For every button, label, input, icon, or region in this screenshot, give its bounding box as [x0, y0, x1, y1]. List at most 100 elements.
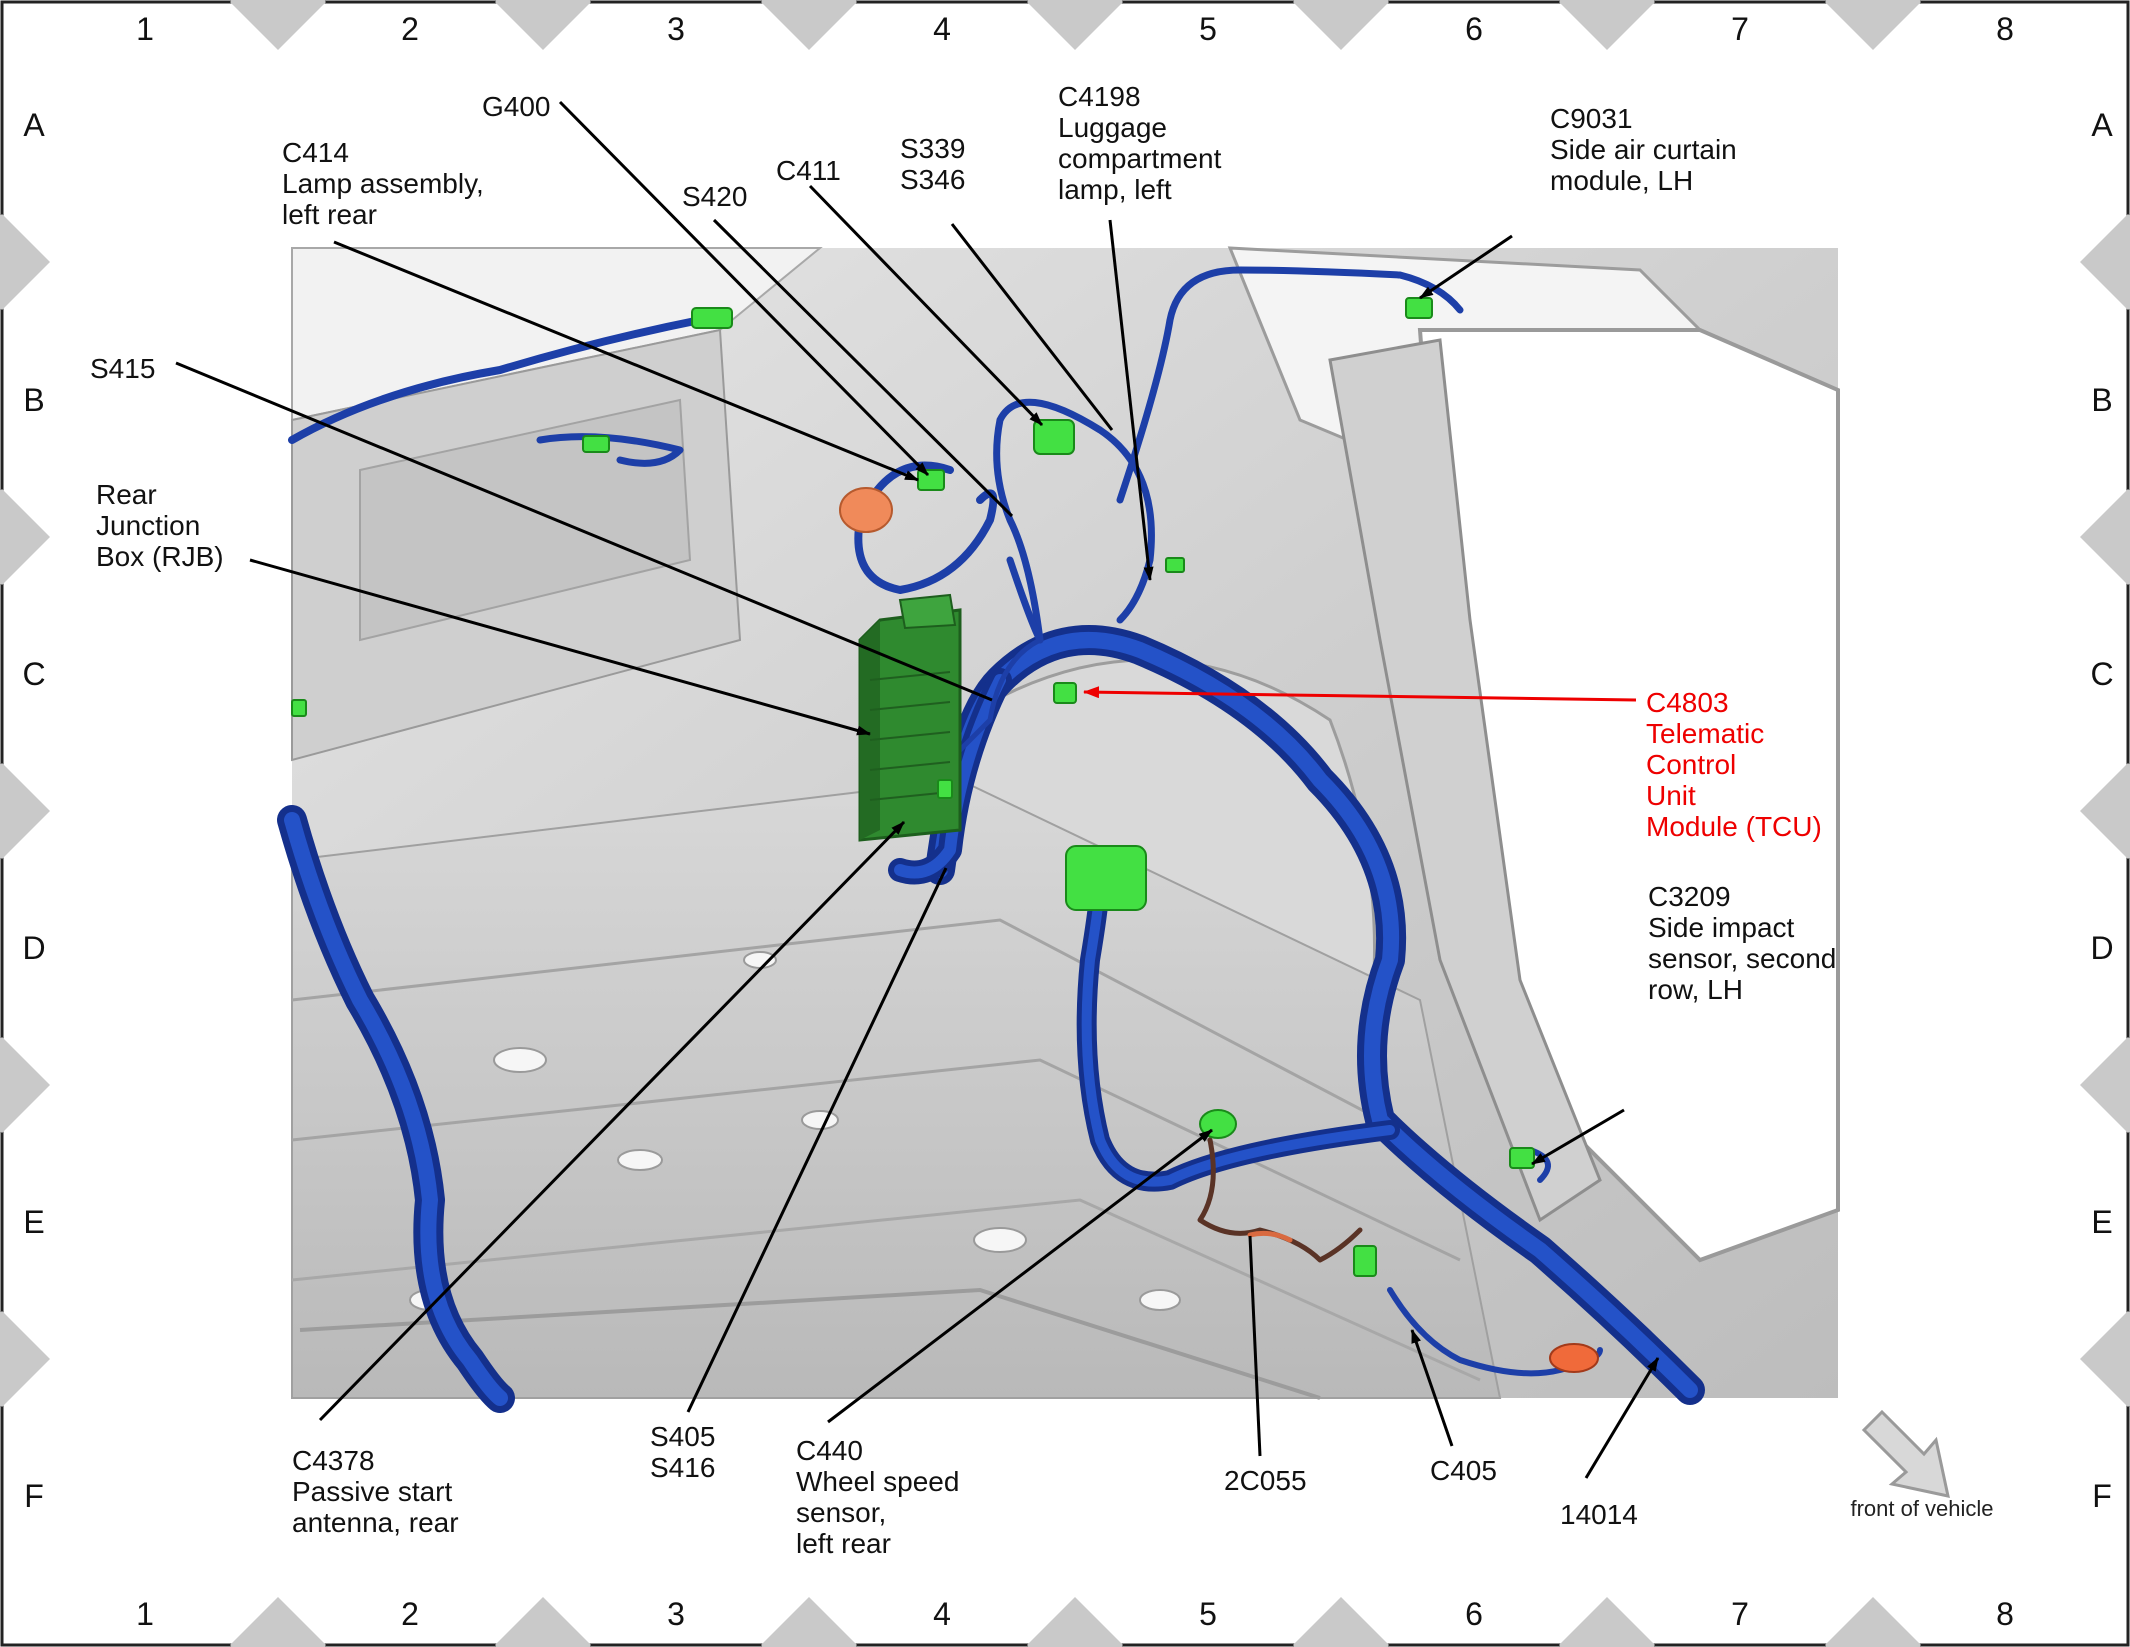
callout-line: Junction — [96, 510, 200, 541]
callout-line: row, LH — [1648, 974, 1743, 1005]
leader-s415 — [175, 361, 993, 702]
callout-s415: S415 — [90, 353, 155, 384]
grid-column-label-bottom: 4 — [933, 1596, 951, 1632]
grid-row-label-left: C — [22, 656, 45, 692]
grid-notch — [1293, 1597, 1389, 1647]
callout-line: Control — [1646, 749, 1736, 780]
grid-notch — [2080, 489, 2130, 585]
callout-line: S416 — [650, 1452, 715, 1483]
front-of-vehicle-indicator: front of vehicle — [1850, 1409, 1994, 1521]
callout-line: 14014 — [1560, 1499, 1638, 1530]
callout-line: Rear — [96, 479, 157, 510]
callout-line: C440 — [796, 1435, 863, 1466]
leader-c4198 — [1108, 219, 1154, 581]
grid-column-label-bottom: 8 — [1996, 1596, 2014, 1632]
connector-c9031 — [1405, 297, 1433, 319]
grid-notch — [1293, 0, 1389, 50]
grid-row-label-right: A — [2091, 107, 2113, 143]
callout-line: left rear — [796, 1528, 891, 1559]
front-of-vehicle-label: front of vehicle — [1850, 1496, 1993, 1521]
grid-notch — [1825, 0, 1921, 50]
grid-column-label-top: 5 — [1199, 11, 1217, 47]
callout-2c055: 2C055 — [1224, 1465, 1307, 1496]
connector-left-edge — [291, 699, 307, 717]
leader-c4378 — [318, 820, 906, 1422]
callout-line: compartment — [1058, 143, 1222, 174]
grid-row-label-left: F — [24, 1478, 44, 1514]
connector-c4198 — [1165, 557, 1185, 573]
callout-line: Telematic — [1646, 718, 1764, 749]
grid-notch — [230, 0, 326, 50]
callout-line: module, LH — [1550, 165, 1693, 196]
callout-line: S405 — [650, 1421, 715, 1452]
grid-row-label-right: E — [2091, 1204, 2112, 1240]
leader-s405 — [686, 867, 948, 1413]
callout-line: Box (RJB) — [96, 541, 224, 572]
callout-line: C9031 — [1550, 103, 1633, 134]
grid-column-label-top: 1 — [136, 11, 154, 47]
callout-line: lamp, left — [1058, 174, 1172, 205]
grid-notch — [0, 763, 50, 859]
connector-c414 — [917, 469, 945, 491]
leader-c9031 — [1419, 234, 1513, 300]
callout-line: Wheel speed — [796, 1466, 959, 1497]
grid-row-label-left: B — [23, 382, 44, 418]
callout-line: G400 — [482, 91, 551, 122]
arrow-down-right-icon — [1861, 1409, 1950, 1498]
grid-notch — [2080, 214, 2130, 310]
callout-line: Side air curtain — [1550, 134, 1737, 165]
leader-s420 — [712, 218, 1014, 518]
grid-notch — [495, 1597, 591, 1647]
leader-c4803 — [1083, 686, 1637, 702]
connector-large-d4 — [1065, 845, 1147, 911]
callout-line: S415 — [90, 353, 155, 384]
connector-c3209 — [1509, 1147, 1535, 1169]
grid-notch — [495, 0, 591, 50]
connector-left-shelf — [582, 435, 610, 453]
callout-line: S346 — [900, 164, 965, 195]
connector-c4803 — [1053, 682, 1077, 704]
grid-notch — [0, 1311, 50, 1407]
grid-notch — [2080, 1037, 2130, 1133]
grid-notch — [1825, 1597, 1921, 1647]
grid-row-label-right: F — [2092, 1478, 2112, 1514]
callout-line: C4803 — [1646, 687, 1729, 718]
callout-line: C3209 — [1648, 881, 1731, 912]
connector-c411 — [1033, 419, 1075, 455]
callout-line: sensor, second — [1648, 943, 1836, 974]
grid-notch — [1559, 0, 1655, 50]
grid-column-label-bottom: 7 — [1731, 1596, 1749, 1632]
connector-rjb-side — [937, 779, 953, 799]
leader-s339 — [950, 223, 1114, 431]
leader-c414 — [333, 240, 919, 482]
grid-column-label-bottom: 2 — [401, 1596, 419, 1632]
leader-c411 — [808, 184, 1044, 427]
leader-c440 — [827, 1128, 1213, 1424]
callout-line: antenna, rear — [292, 1507, 459, 1538]
grid-column-label-top: 7 — [1731, 11, 1749, 47]
grid-notch — [1027, 0, 1123, 50]
grid-notch — [0, 1037, 50, 1133]
callout-line: Side impact — [1648, 912, 1795, 943]
leader-lines — [175, 100, 1660, 1479]
callout-g400: G400 — [482, 91, 551, 122]
callout-s420: S420 — [682, 181, 747, 212]
callout-line: C4198 — [1058, 81, 1141, 112]
grid-notch — [761, 0, 857, 50]
leader-14014 — [1584, 1357, 1660, 1479]
grid-notch — [1027, 1597, 1123, 1647]
grommets — [839, 487, 1599, 1373]
callout-line: Module (TCU) — [1646, 811, 1822, 842]
callout-line: C411 — [776, 155, 841, 186]
grid-row-label-right: D — [2090, 930, 2113, 966]
